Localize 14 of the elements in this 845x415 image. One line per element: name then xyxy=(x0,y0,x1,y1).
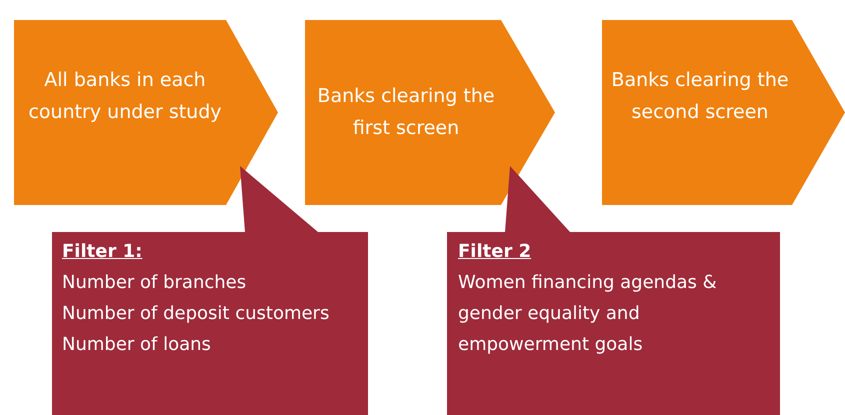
arrow-shape xyxy=(14,20,278,205)
arrow-shape xyxy=(305,20,555,205)
arrow-shape xyxy=(602,20,845,205)
filter-criterion: Number of loans xyxy=(62,333,211,357)
filter-heading: Filter 1: xyxy=(62,240,142,264)
filter-criterion: Number of deposit customers xyxy=(62,302,330,326)
filter-heading: Filter 2 xyxy=(458,240,532,264)
filter-criterion: Women financing agendas & gender equality and empowerment goals xyxy=(458,271,718,357)
filter-criterion: Number of branches xyxy=(62,271,246,295)
stage-label: Banks clearing the second screen xyxy=(610,68,790,125)
stage-label: Banks clearing the first screen xyxy=(316,84,496,141)
callout-box xyxy=(52,166,368,415)
callout-box xyxy=(447,166,780,415)
stage-label: All banks in each country under study xyxy=(27,68,223,125)
